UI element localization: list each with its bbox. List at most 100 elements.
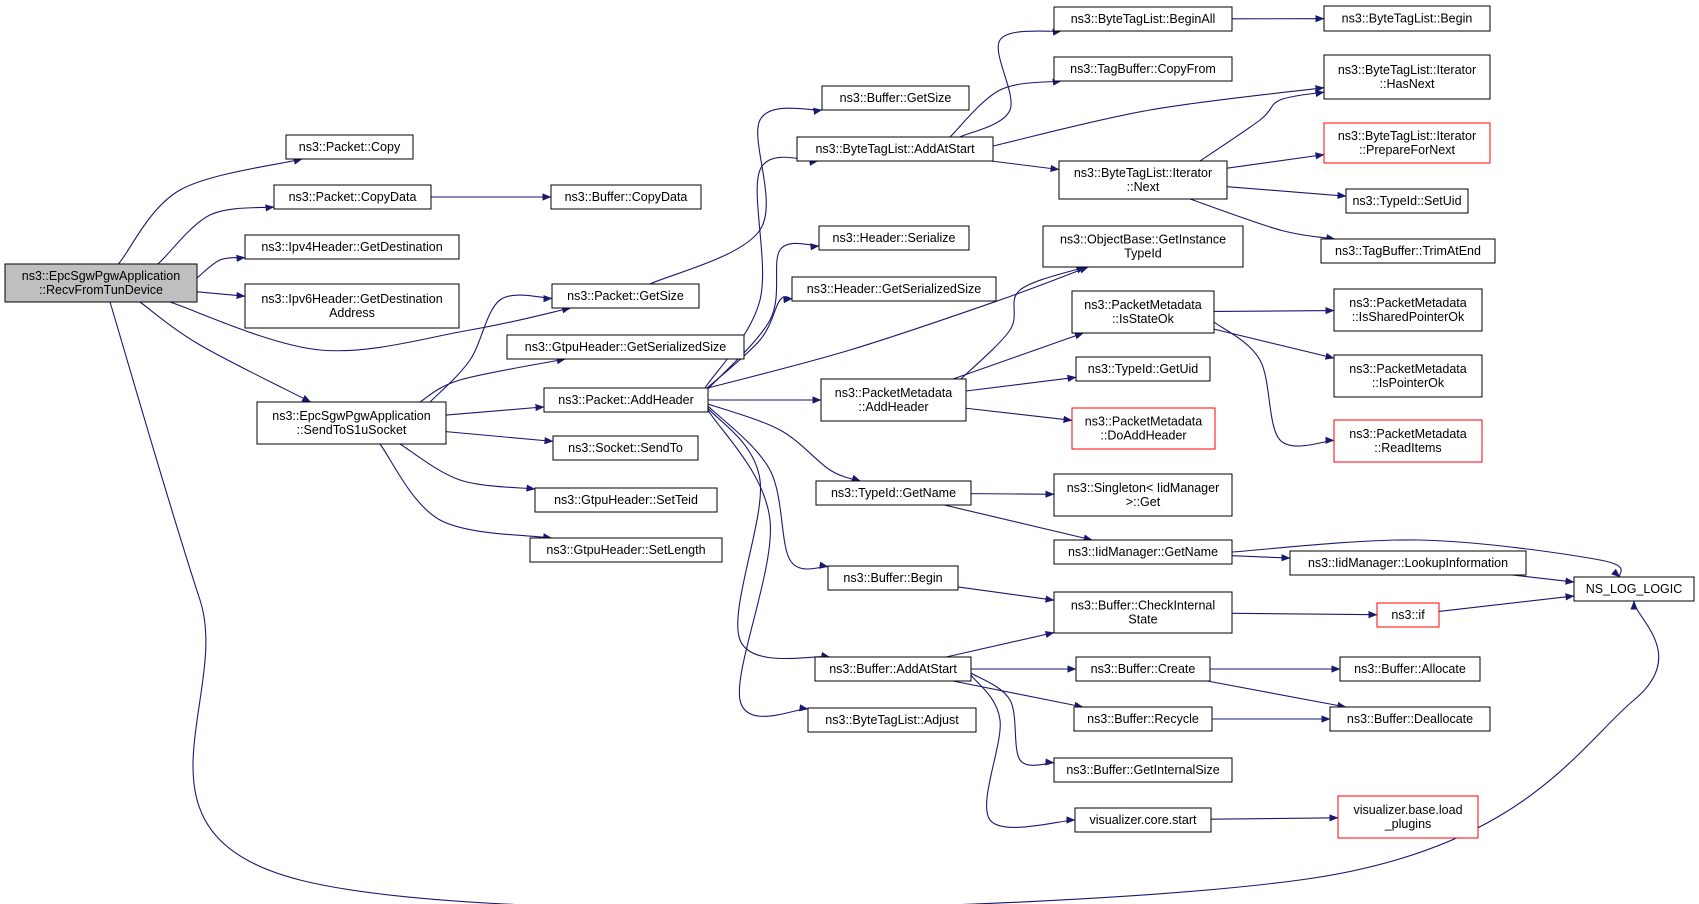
node-box-bcopydata[interactable] <box>550 184 702 210</box>
node-pmdoadd[interactable]: ns3::PacketMetadata::DoAddHeader <box>1071 407 1216 450</box>
node-btlbeginall[interactable]: ns3::ByteTagList::BeginAll <box>1053 6 1233 32</box>
node-box-ipv4dest[interactable] <box>244 234 460 260</box>
node-ballocate[interactable]: ns3::Buffer::Allocate <box>1339 656 1481 682</box>
node-iidlookup[interactable]: ns3::IidManager::LookupInformation <box>1289 550 1527 576</box>
node-box-pgetsize[interactable] <box>551 283 700 309</box>
node-box-pmaddheader[interactable] <box>820 378 967 422</box>
node-box-pmissharedptr[interactable] <box>1333 288 1483 332</box>
node-box-btlithasnext[interactable] <box>1323 54 1491 100</box>
node-box-nslog[interactable] <box>1573 576 1695 602</box>
node-bgetinternalsize[interactable]: ns3::Buffer::GetInternalSize <box>1053 757 1233 783</box>
node-box-paddheader[interactable] <box>543 387 709 413</box>
node-box-btladdatstart[interactable] <box>796 136 994 162</box>
node-pmisptrok[interactable]: ns3::PacketMetadata::IsPointerOk <box>1333 354 1483 398</box>
node-box-visloadplugins[interactable] <box>1337 795 1479 839</box>
node-box-btlitnext[interactable] <box>1058 160 1228 200</box>
node-btlitprepare[interactable]: ns3::ByteTagList::Iterator::PrepareForNe… <box>1323 122 1491 164</box>
node-box-tidgetuid[interactable] <box>1075 356 1211 382</box>
node-btladjust[interactable]: ns3::ByteTagList::Adjust <box>807 707 977 733</box>
node-box-bbegin[interactable] <box>827 565 959 591</box>
node-singletonget[interactable]: ns3::Singleton< IidManager>::Get <box>1053 473 1233 517</box>
node-box-sendtos1u[interactable] <box>256 401 447 445</box>
node-box-gtpsetlength[interactable] <box>529 537 723 563</box>
node-bcreate[interactable]: ns3::Buffer::Create <box>1075 656 1211 682</box>
node-box-ipv6dest[interactable] <box>244 283 460 329</box>
node-box-tidgetname[interactable] <box>815 480 972 506</box>
node-box-gtpsetteid[interactable] <box>534 487 718 513</box>
node-box-hserialize[interactable] <box>818 225 970 251</box>
node-box-pcopy[interactable] <box>285 134 414 160</box>
node-brecycle[interactable]: ns3::Buffer::Recycle <box>1073 706 1213 732</box>
node-gtpsetlength[interactable]: ns3::GtpuHeader::SetLength <box>529 537 723 563</box>
node-viscorestart[interactable]: visualizer.core.start <box>1074 807 1212 833</box>
node-box-tbtrim[interactable] <box>1320 238 1496 264</box>
node-hserialize[interactable]: ns3::Header::Serialize <box>818 225 970 251</box>
node-pmreaditems[interactable]: ns3::PacketMetadata::ReadItems <box>1333 419 1483 463</box>
node-box-obgetinst[interactable] <box>1042 225 1244 268</box>
node-btlitnext[interactable]: ns3::ByteTagList::Iterator::Next <box>1058 160 1228 200</box>
node-box-ballocate[interactable] <box>1339 656 1481 682</box>
node-btlithasnext[interactable]: ns3::ByteTagList::Iterator::HasNext <box>1323 54 1491 100</box>
node-box-iidlookup[interactable] <box>1289 550 1527 576</box>
node-box-pmisstateok[interactable] <box>1071 290 1215 334</box>
node-box-bgetinternalsize[interactable] <box>1053 757 1233 783</box>
node-socksendto[interactable]: ns3::Socket::SendTo <box>552 435 699 461</box>
node-box-brecycle[interactable] <box>1073 706 1213 732</box>
node-tidgetuid[interactable]: ns3::TypeId::GetUid <box>1075 356 1211 382</box>
node-box-bcheckinternal[interactable] <box>1053 591 1233 634</box>
node-tbcopyfrom[interactable]: ns3::TagBuffer::CopyFrom <box>1053 56 1233 82</box>
node-box-btlbegin[interactable] <box>1323 5 1491 32</box>
node-bcopydata[interactable]: ns3::Buffer::CopyData <box>550 184 702 210</box>
node-box-singletonget[interactable] <box>1053 473 1233 517</box>
node-nslog[interactable]: NS_LOG_LOGIC <box>1573 576 1695 602</box>
node-pmisstateok[interactable]: ns3::PacketMetadata::IsStateOk <box>1071 290 1215 334</box>
node-tidgetname[interactable]: ns3::TypeId::GetName <box>815 480 972 506</box>
node-gtpsetteid[interactable]: ns3::GtpuHeader::SetTeid <box>534 487 718 513</box>
node-pcopy[interactable]: ns3::Packet::Copy <box>285 134 414 160</box>
node-pmaddheader[interactable]: ns3::PacketMetadata::AddHeader <box>820 378 967 422</box>
node-box-iidgetname[interactable] <box>1053 539 1233 565</box>
node-box-btlitprepare[interactable] <box>1323 122 1491 164</box>
node-gtpserialsize[interactable]: ns3::GtpuHeader::GetSerializedSize <box>506 334 745 360</box>
node-box-pmdoadd[interactable] <box>1071 407 1216 450</box>
node-visloadplugins[interactable]: visualizer.base.load_plugins <box>1337 795 1479 839</box>
node-btlbegin[interactable]: ns3::ByteTagList::Begin <box>1323 5 1491 32</box>
node-hgetserialsize[interactable]: ns3::Header::GetSerializedSize <box>791 276 997 302</box>
node-pmissharedptr[interactable]: ns3::PacketMetadata::IsSharedPointerOk <box>1333 288 1483 332</box>
node-box-tbcopyfrom[interactable] <box>1053 56 1233 82</box>
node-box-pmreaditems[interactable] <box>1333 419 1483 463</box>
node-box-btlbeginall[interactable] <box>1053 6 1233 32</box>
node-iidgetname[interactable]: ns3::IidManager::GetName <box>1053 539 1233 565</box>
node-sendtos1u[interactable]: ns3::EpcSgwPgwApplication::SendToS1uSock… <box>256 401 447 445</box>
node-box-bcreate[interactable] <box>1075 656 1211 682</box>
node-box-bdeallocate[interactable] <box>1329 706 1491 732</box>
node-pcopydata[interactable]: ns3::Packet::CopyData <box>273 184 432 210</box>
node-ns3if[interactable]: ns3::if <box>1376 602 1440 628</box>
node-box-pmisptrok[interactable] <box>1333 354 1483 398</box>
node-btladdatstart[interactable]: ns3::ByteTagList::AddAtStart <box>796 136 994 162</box>
node-box-bgetsize[interactable] <box>821 85 970 111</box>
node-box-root[interactable] <box>4 263 198 303</box>
node-box-baddatstart[interactable] <box>814 656 972 682</box>
node-box-tidsetuid[interactable] <box>1345 188 1469 214</box>
node-bdeallocate[interactable]: ns3::Buffer::Deallocate <box>1329 706 1491 732</box>
node-ipv4dest[interactable]: ns3::Ipv4Header::GetDestination <box>244 234 460 260</box>
node-tbtrim[interactable]: ns3::TagBuffer::TrimAtEnd <box>1320 238 1496 264</box>
node-box-ns3if[interactable] <box>1376 602 1440 628</box>
node-root[interactable]: ns3::EpcSgwPgwApplication::RecvFromTunDe… <box>4 263 198 303</box>
node-baddatstart[interactable]: ns3::Buffer::AddAtStart <box>814 656 972 682</box>
node-box-pcopydata[interactable] <box>273 184 432 210</box>
node-box-socksendto[interactable] <box>552 435 699 461</box>
node-bgetsize[interactable]: ns3::Buffer::GetSize <box>821 85 970 111</box>
node-tidsetuid[interactable]: ns3::TypeId::SetUid <box>1345 188 1469 214</box>
node-box-viscorestart[interactable] <box>1074 807 1212 833</box>
node-box-gtpserialsize[interactable] <box>506 334 745 360</box>
node-bbegin[interactable]: ns3::Buffer::Begin <box>827 565 959 591</box>
node-box-hgetserialsize[interactable] <box>791 276 997 302</box>
node-box-btladjust[interactable] <box>807 707 977 733</box>
node-pgetsize[interactable]: ns3::Packet::GetSize <box>551 283 700 309</box>
node-paddheader[interactable]: ns3::Packet::AddHeader <box>543 387 709 413</box>
